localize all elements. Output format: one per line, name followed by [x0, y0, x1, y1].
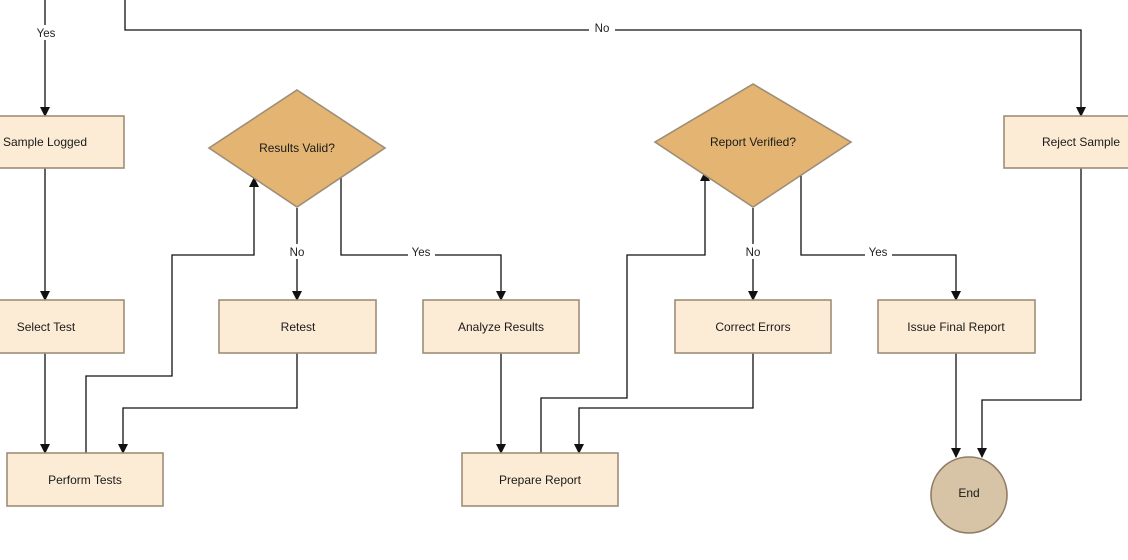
svg-text:Yes: Yes: [869, 247, 888, 259]
node-reject-sample[interactable]: Reject Sample: [1003, 115, 1128, 169]
node-report-verified-decision[interactable]: Report Verified?: [653, 83, 853, 208]
svg-text:No: No: [746, 247, 761, 259]
edge-perform-tests-to-results-valid: [85, 177, 259, 453]
node-analyze-results[interactable]: Analyze Results: [422, 299, 580, 354]
edge-prepare-report-to-report-verified: [540, 171, 710, 453]
svg-text:Report Verified?: Report Verified?: [710, 135, 796, 149]
edge-label-report-verified-no: No: [741, 244, 765, 259]
svg-text:No: No: [595, 23, 610, 35]
svg-text:Analyze Results: Analyze Results: [458, 320, 544, 334]
edge-label-results-valid-no: No: [285, 244, 309, 259]
svg-text:Prepare Report: Prepare Report: [499, 473, 582, 487]
node-retest[interactable]: Retest: [218, 299, 377, 354]
svg-text:Select Test: Select Test: [17, 320, 76, 334]
edge-label-top-no: No: [589, 20, 615, 35]
edge-correct-errors-to-prepare-report: [574, 353, 754, 454]
node-sample-logged[interactable]: Sample Logged: [0, 115, 125, 169]
edge-top-no-to-reject-sample: [124, 0, 1086, 117]
edge-report-verified-yes-to-issue-final-report: [800, 172, 961, 301]
node-correct-errors[interactable]: Correct Errors: [674, 299, 832, 354]
svg-text:Issue Final Report: Issue Final Report: [907, 320, 1005, 334]
node-select-test[interactable]: Select Test: [0, 299, 125, 354]
node-prepare-report[interactable]: Prepare Report: [461, 452, 619, 507]
svg-text:Yes: Yes: [412, 247, 431, 259]
node-perform-tests[interactable]: Perform Tests: [6, 452, 164, 507]
svg-text:End: End: [958, 486, 979, 500]
svg-text:Correct Errors: Correct Errors: [715, 320, 790, 334]
svg-text:Results Valid?: Results Valid?: [259, 141, 335, 155]
node-end-terminal[interactable]: End: [930, 456, 1008, 534]
edge-label-results-valid-yes: Yes: [408, 244, 435, 259]
node-issue-final-report[interactable]: Issue Final Report: [877, 299, 1036, 354]
svg-text:Retest: Retest: [281, 320, 316, 334]
svg-text:Sample Logged: Sample Logged: [3, 135, 87, 149]
svg-text:Reject Sample: Reject Sample: [1042, 135, 1120, 149]
edge-reject-sample-to-end: [977, 168, 1082, 458]
edge-label-top-yes: Yes: [33, 25, 58, 40]
svg-text:Perform Tests: Perform Tests: [48, 473, 122, 487]
edge-results-valid-yes-to-analyze-results: [340, 178, 506, 301]
node-results-valid-decision[interactable]: Results Valid?: [207, 89, 387, 208]
svg-text:Yes: Yes: [37, 28, 56, 40]
edge-label-report-verified-yes: Yes: [865, 244, 892, 259]
svg-text:No: No: [290, 247, 305, 259]
edge-retest-to-perform-tests: [118, 353, 298, 454]
